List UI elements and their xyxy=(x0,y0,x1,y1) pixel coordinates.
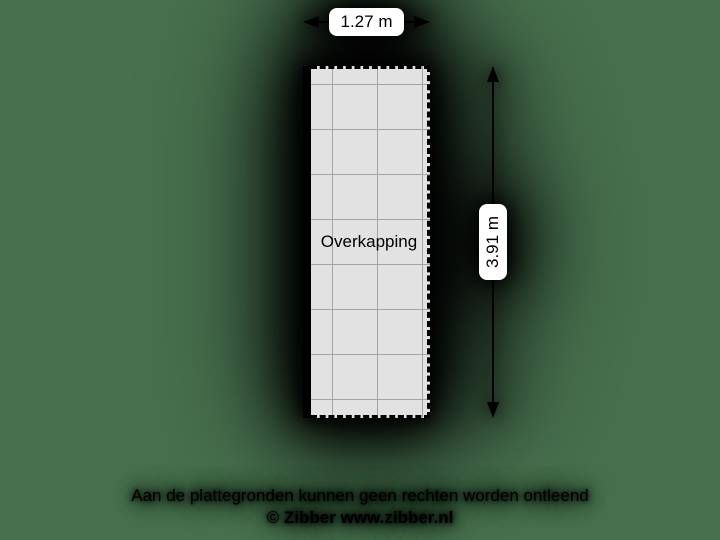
copyright-text: © Zibber www.zibber.nl xyxy=(266,508,454,527)
height-dimension-label: 3.91 m xyxy=(479,204,507,280)
wall-left xyxy=(303,66,311,418)
room-floor: Overkapping xyxy=(311,66,430,418)
disclaimer-text: Aan de plattegronden kunnen geen rechten… xyxy=(131,486,589,505)
arrow-left-icon xyxy=(303,16,319,28)
arrow-up-icon xyxy=(487,66,499,82)
floorplan-room: Overkapping xyxy=(303,66,430,418)
width-dimension-label: 1.27 m xyxy=(328,8,405,36)
arrow-right-icon xyxy=(414,16,430,28)
height-dimension: 3.91 m xyxy=(459,66,527,418)
footer: Aan de plattegronden kunnen geen rechten… xyxy=(0,485,720,529)
width-dimension: 1.27 m xyxy=(303,6,430,38)
arrow-down-icon xyxy=(487,402,499,418)
room-label: Overkapping xyxy=(320,232,418,251)
